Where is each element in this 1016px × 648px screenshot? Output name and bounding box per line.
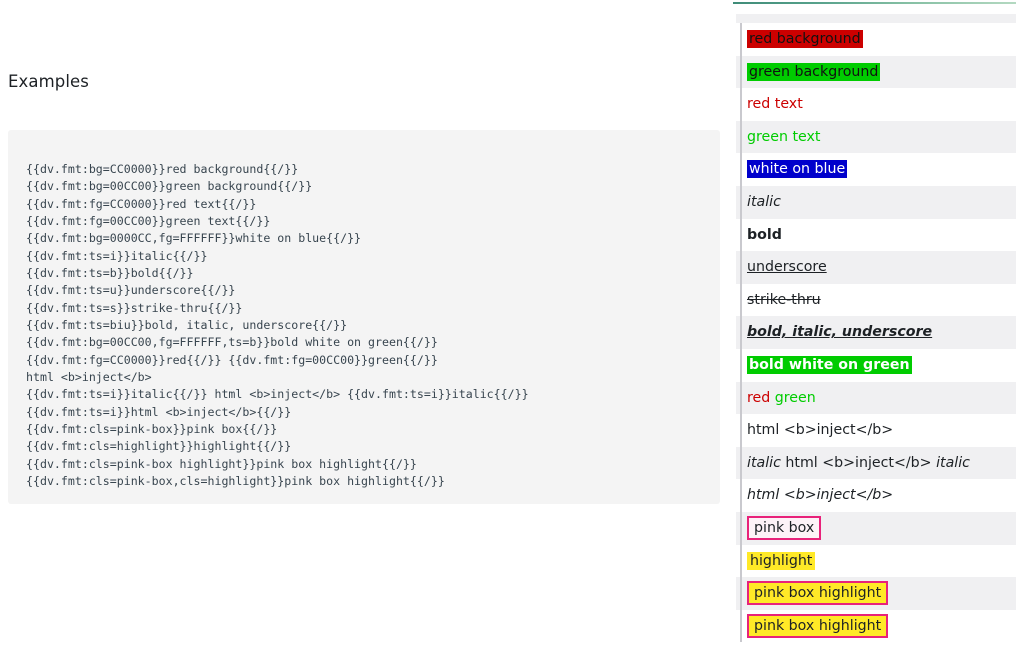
row-indent-bar [740,414,742,447]
rendered-text-italic-lead: italic [747,454,781,471]
preview-lead-stripe [736,14,1016,23]
rendered-text: highlight [747,551,816,570]
rendered-text: white on blue [747,160,848,179]
preview-row-html-inject: html <b>inject</b> [736,414,1016,447]
preview-row-bold: bold [736,218,1016,252]
rendered-text: strike-thru [747,291,821,308]
preview-row-bold-italic-underscore: bold, italic, underscore [736,316,1016,349]
code-line: {{dv.fmt:ts=i}}html <b>inject</b>{{/}} [26,404,292,419]
row-indent-bar [740,88,742,121]
code-line: {{dv.fmt:cls=highlight}}highlight{{/}} [26,439,292,454]
row-indent-bar [740,348,742,382]
row-indent-bar [740,55,742,89]
rendered-text-plain: html <b>inject</b> [785,454,932,471]
rendered-text: bold white on green [747,355,912,374]
rendered-text-green: green [774,389,816,406]
row-indent-bar [740,185,742,219]
row-indent-bar [740,511,742,545]
rendered-text: pink box highlight [747,581,889,606]
code-line: {{dv.fmt:bg=CC0000}}red background{{/}} [26,161,299,176]
row-indent-bar [740,283,742,317]
preview-row-white-on-blue: white on blue [736,153,1016,186]
preview-row-highlight: highlight [736,544,1016,578]
top-rule-divider [733,2,1016,4]
code-line: {{dv.fmt:ts=i}}italic{{/}} html <b>injec… [26,387,529,402]
preview-row-bold-white-on-green: bold white on green [736,348,1016,382]
code-line: {{dv.fmt:cls=pink-box highlight}}pink bo… [26,456,417,471]
code-line: {{dv.fmt:ts=biu}}bold, italic, underscor… [26,318,348,333]
code-line: {{dv.fmt:cls=pink-box,cls=highlight}}pin… [26,474,445,489]
code-block: {{dv.fmt:bg=CC0000}}red background{{/}} {… [8,129,720,505]
preview-row-green-text: green text [736,120,1016,154]
preview-row-pink-box: pink box [736,511,1016,545]
code-line: {{dv.fmt:bg=00CC00}}green background{{/}… [26,179,313,194]
code-content: {{dv.fmt:bg=CC0000}}red background{{/}} {… [26,161,704,491]
rendered-text-red: red [747,389,771,406]
code-line: html <b>inject</b> [26,370,152,385]
preview-list: red background green background red text… [736,14,1016,643]
code-line: {{dv.fmt:ts=u}}underscore{{/}} [26,283,236,298]
code-line: {{dv.fmt:fg=CC0000}}red{{/}} {{dv.fmt:fg… [26,352,438,367]
row-indent-bar [740,23,742,56]
rendered-text: bold [747,226,782,243]
code-line: {{dv.fmt:fg=00CC00}}green text{{/}} [26,213,271,228]
source-column: Examples {{dv.fmt:bg=CC0000}}red backgro… [8,72,720,505]
rendered-text: pink box highlight [747,613,889,638]
code-line: {{dv.fmt:ts=s}}strike-thru{{/}} [26,300,243,315]
rendered-text: underscore [747,259,827,276]
rendered-text: html <b>inject</b> [747,422,894,439]
row-indent-bar [740,446,742,480]
rendered-text: red text [747,96,803,113]
preview-column: red background green background red text… [733,0,1016,648]
row-indent-bar [740,544,742,578]
preview-row-underscore: underscore [736,251,1016,284]
preview-row-italic-html-inject-italic: italic html <b>inject</b> italic [736,446,1016,480]
row-indent-bar [740,120,742,154]
preview-row-red-text: red text [736,88,1016,121]
page-title: Examples [8,72,89,91]
code-line: {{dv.fmt:ts=b}}bold{{/}} [26,266,194,280]
preview-row-italic: italic [736,185,1016,219]
code-line: {{dv.fmt:ts=i}}italic{{/}} [26,248,208,263]
rendered-text-group: red green [747,390,816,406]
row-indent-bar [740,381,742,415]
preview-row-italic-html-inject: html <b>inject</b> [736,479,1016,512]
rendered-text: green text [747,128,821,145]
row-indent-bar [740,153,742,186]
rendered-text-italic-trail: italic [936,454,970,471]
rendered-text-group: italic html <b>inject</b> italic [747,455,970,471]
code-line: {{dv.fmt:fg=CC0000}}red text{{/}} [26,196,257,211]
row-indent-bar [740,609,742,643]
rendered-text: pink box [747,515,822,540]
preview-row-red-background: red background [736,23,1016,56]
preview-row-pink-box-highlight-2: pink box highlight [736,609,1016,643]
code-line: {{dv.fmt:bg=0000CC,fg=FFFFFF}}white on b… [26,231,362,246]
preview-row-green-background: green background [736,55,1016,89]
row-indent-bar [740,251,742,284]
rendered-text: red background [747,30,863,48]
preview-row-pink-box-highlight-1: pink box highlight [736,577,1016,610]
row-indent-bar [740,316,742,349]
code-line: {{dv.fmt:bg=00CC00,fg=FFFFFF,ts=b}}bold … [26,335,438,350]
rendered-text: italic [747,193,781,210]
row-indent-bar [740,218,742,252]
rendered-text: green background [747,62,881,81]
row-indent-bar [740,577,742,610]
row-indent-bar [740,479,742,512]
preview-row-strike-thru: strike-thru [736,283,1016,317]
preview-row-red-green: red green [736,381,1016,415]
code-line: {{dv.fmt:cls=pink-box}}pink box{{/}} [26,422,278,437]
rendered-text: html <b>inject</b> [747,487,894,504]
rendered-text: bold, italic, underscore [747,324,933,341]
